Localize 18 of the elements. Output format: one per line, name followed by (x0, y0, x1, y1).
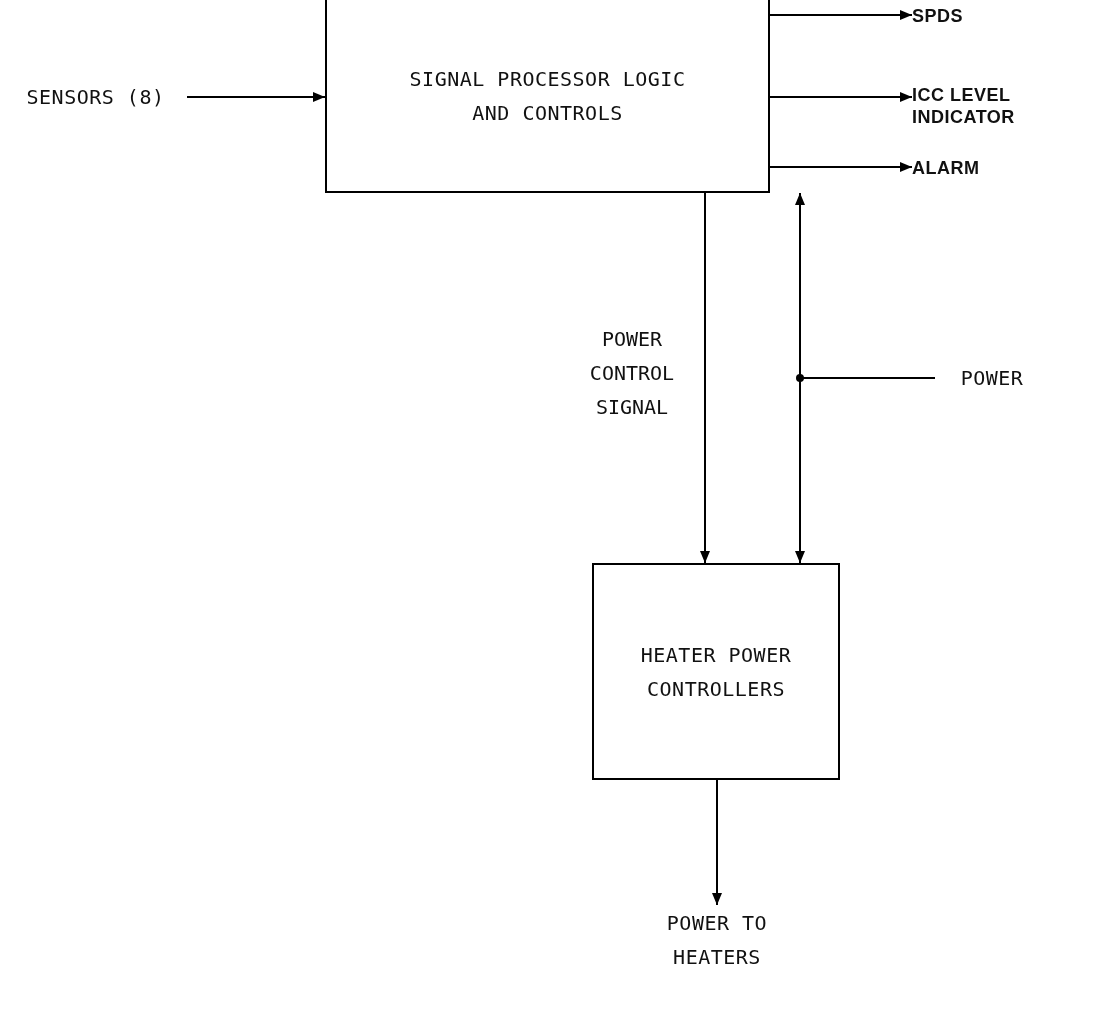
arrow (186, 92, 326, 102)
arrow (795, 377, 936, 564)
signal-label: POWER (960, 365, 1024, 392)
box-label: HEATER POWER CONTROLLERS (639, 641, 793, 703)
signal-label: SPDS (912, 5, 964, 27)
signal-label: SENSORS (8) (26, 84, 165, 111)
signal-label: ALARM (912, 157, 980, 179)
signal-label: POWER TO HEATERS (665, 910, 769, 971)
arrow (700, 192, 710, 564)
arrow (712, 779, 722, 906)
box-label: SIGNAL PROCESSOR LOGIC AND CONTROLS (408, 65, 687, 127)
signal-label: ICC LEVEL INDICATOR (912, 84, 1016, 128)
arrow (769, 10, 913, 20)
processor-box (325, 0, 770, 193)
arrow (769, 162, 913, 172)
controller-box (592, 563, 840, 780)
arrow (769, 92, 913, 102)
edge-label: POWER CONTROL SIGNAL (588, 326, 676, 421)
